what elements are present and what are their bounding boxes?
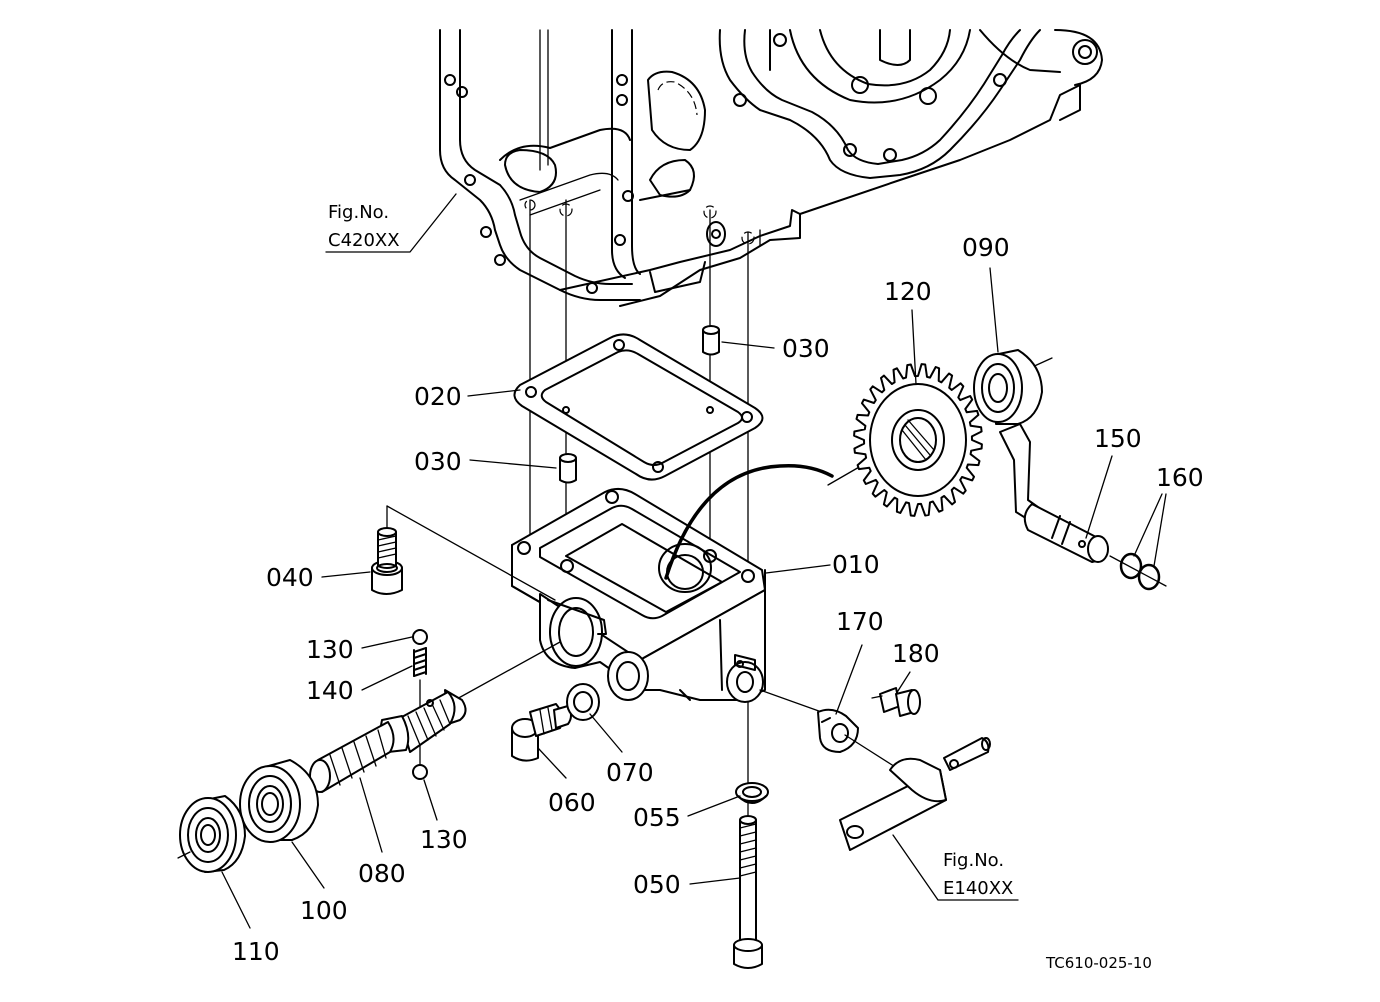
reference-lower-line1: Fig.No. [943, 850, 1004, 871]
label-010: 010 [832, 550, 880, 579]
plug-040 [371, 505, 556, 601]
dowel-pin-upper [702, 325, 720, 356]
reference-upper-line1: Fig.No. [328, 202, 389, 223]
washer-055 [735, 782, 769, 804]
ball-spring-set [412, 629, 428, 780]
gear-pointer-curve [664, 463, 834, 580]
label-030-upper: 030 [782, 334, 830, 363]
label-130-upper: 130 [306, 635, 354, 664]
plug-060 [511, 703, 572, 762]
reference-lower-line2: E140XX [943, 878, 1013, 899]
bearing-100 [239, 759, 319, 843]
label-170: 170 [836, 607, 884, 636]
lever-assembly [839, 734, 991, 851]
transmission-case-outline [439, 29, 1103, 307]
label-050: 050 [633, 870, 681, 899]
label-040: 040 [266, 563, 314, 592]
housing [511, 488, 766, 703]
washer-070 [566, 683, 600, 721]
label-030-lower: 030 [414, 447, 462, 476]
reference-upper: Fig.No. C420XX [325, 193, 457, 253]
label-080: 080 [358, 859, 406, 888]
reference-lower: Fig.No. E140XX [892, 834, 1019, 901]
shaft-150 [999, 423, 1109, 563]
label-090: 090 [962, 233, 1010, 262]
bearing-090 [973, 349, 1053, 425]
gasket [513, 333, 764, 481]
shaft-080 [309, 641, 561, 793]
label-020: 020 [414, 382, 462, 411]
dowel-pin-lower [559, 453, 577, 484]
bracket-170 [759, 689, 859, 753]
label-055: 055 [633, 803, 681, 832]
label-150: 150 [1094, 424, 1142, 453]
label-140: 140 [306, 676, 354, 705]
label-110: 110 [232, 937, 280, 966]
o-rings-160 [1109, 552, 1167, 591]
gear-120 [827, 363, 983, 517]
label-130-lower: 130 [420, 825, 468, 854]
label-180: 180 [892, 639, 940, 668]
label-070: 070 [606, 758, 654, 787]
bolt-050 [733, 815, 763, 969]
drawing-code: TC610-025-10 [1045, 954, 1152, 972]
reference-upper-line2: C420XX [328, 230, 400, 251]
label-160: 160 [1156, 463, 1204, 492]
label-120: 120 [884, 277, 932, 306]
bolt-180 [871, 687, 921, 717]
leader-lines [221, 267, 1167, 929]
bearing-110 [177, 795, 246, 873]
label-060: 060 [548, 788, 596, 817]
part-labels: 010 020 030 030 040 050 055 060 070 080 … [232, 233, 1204, 966]
label-100: 100 [300, 896, 348, 925]
